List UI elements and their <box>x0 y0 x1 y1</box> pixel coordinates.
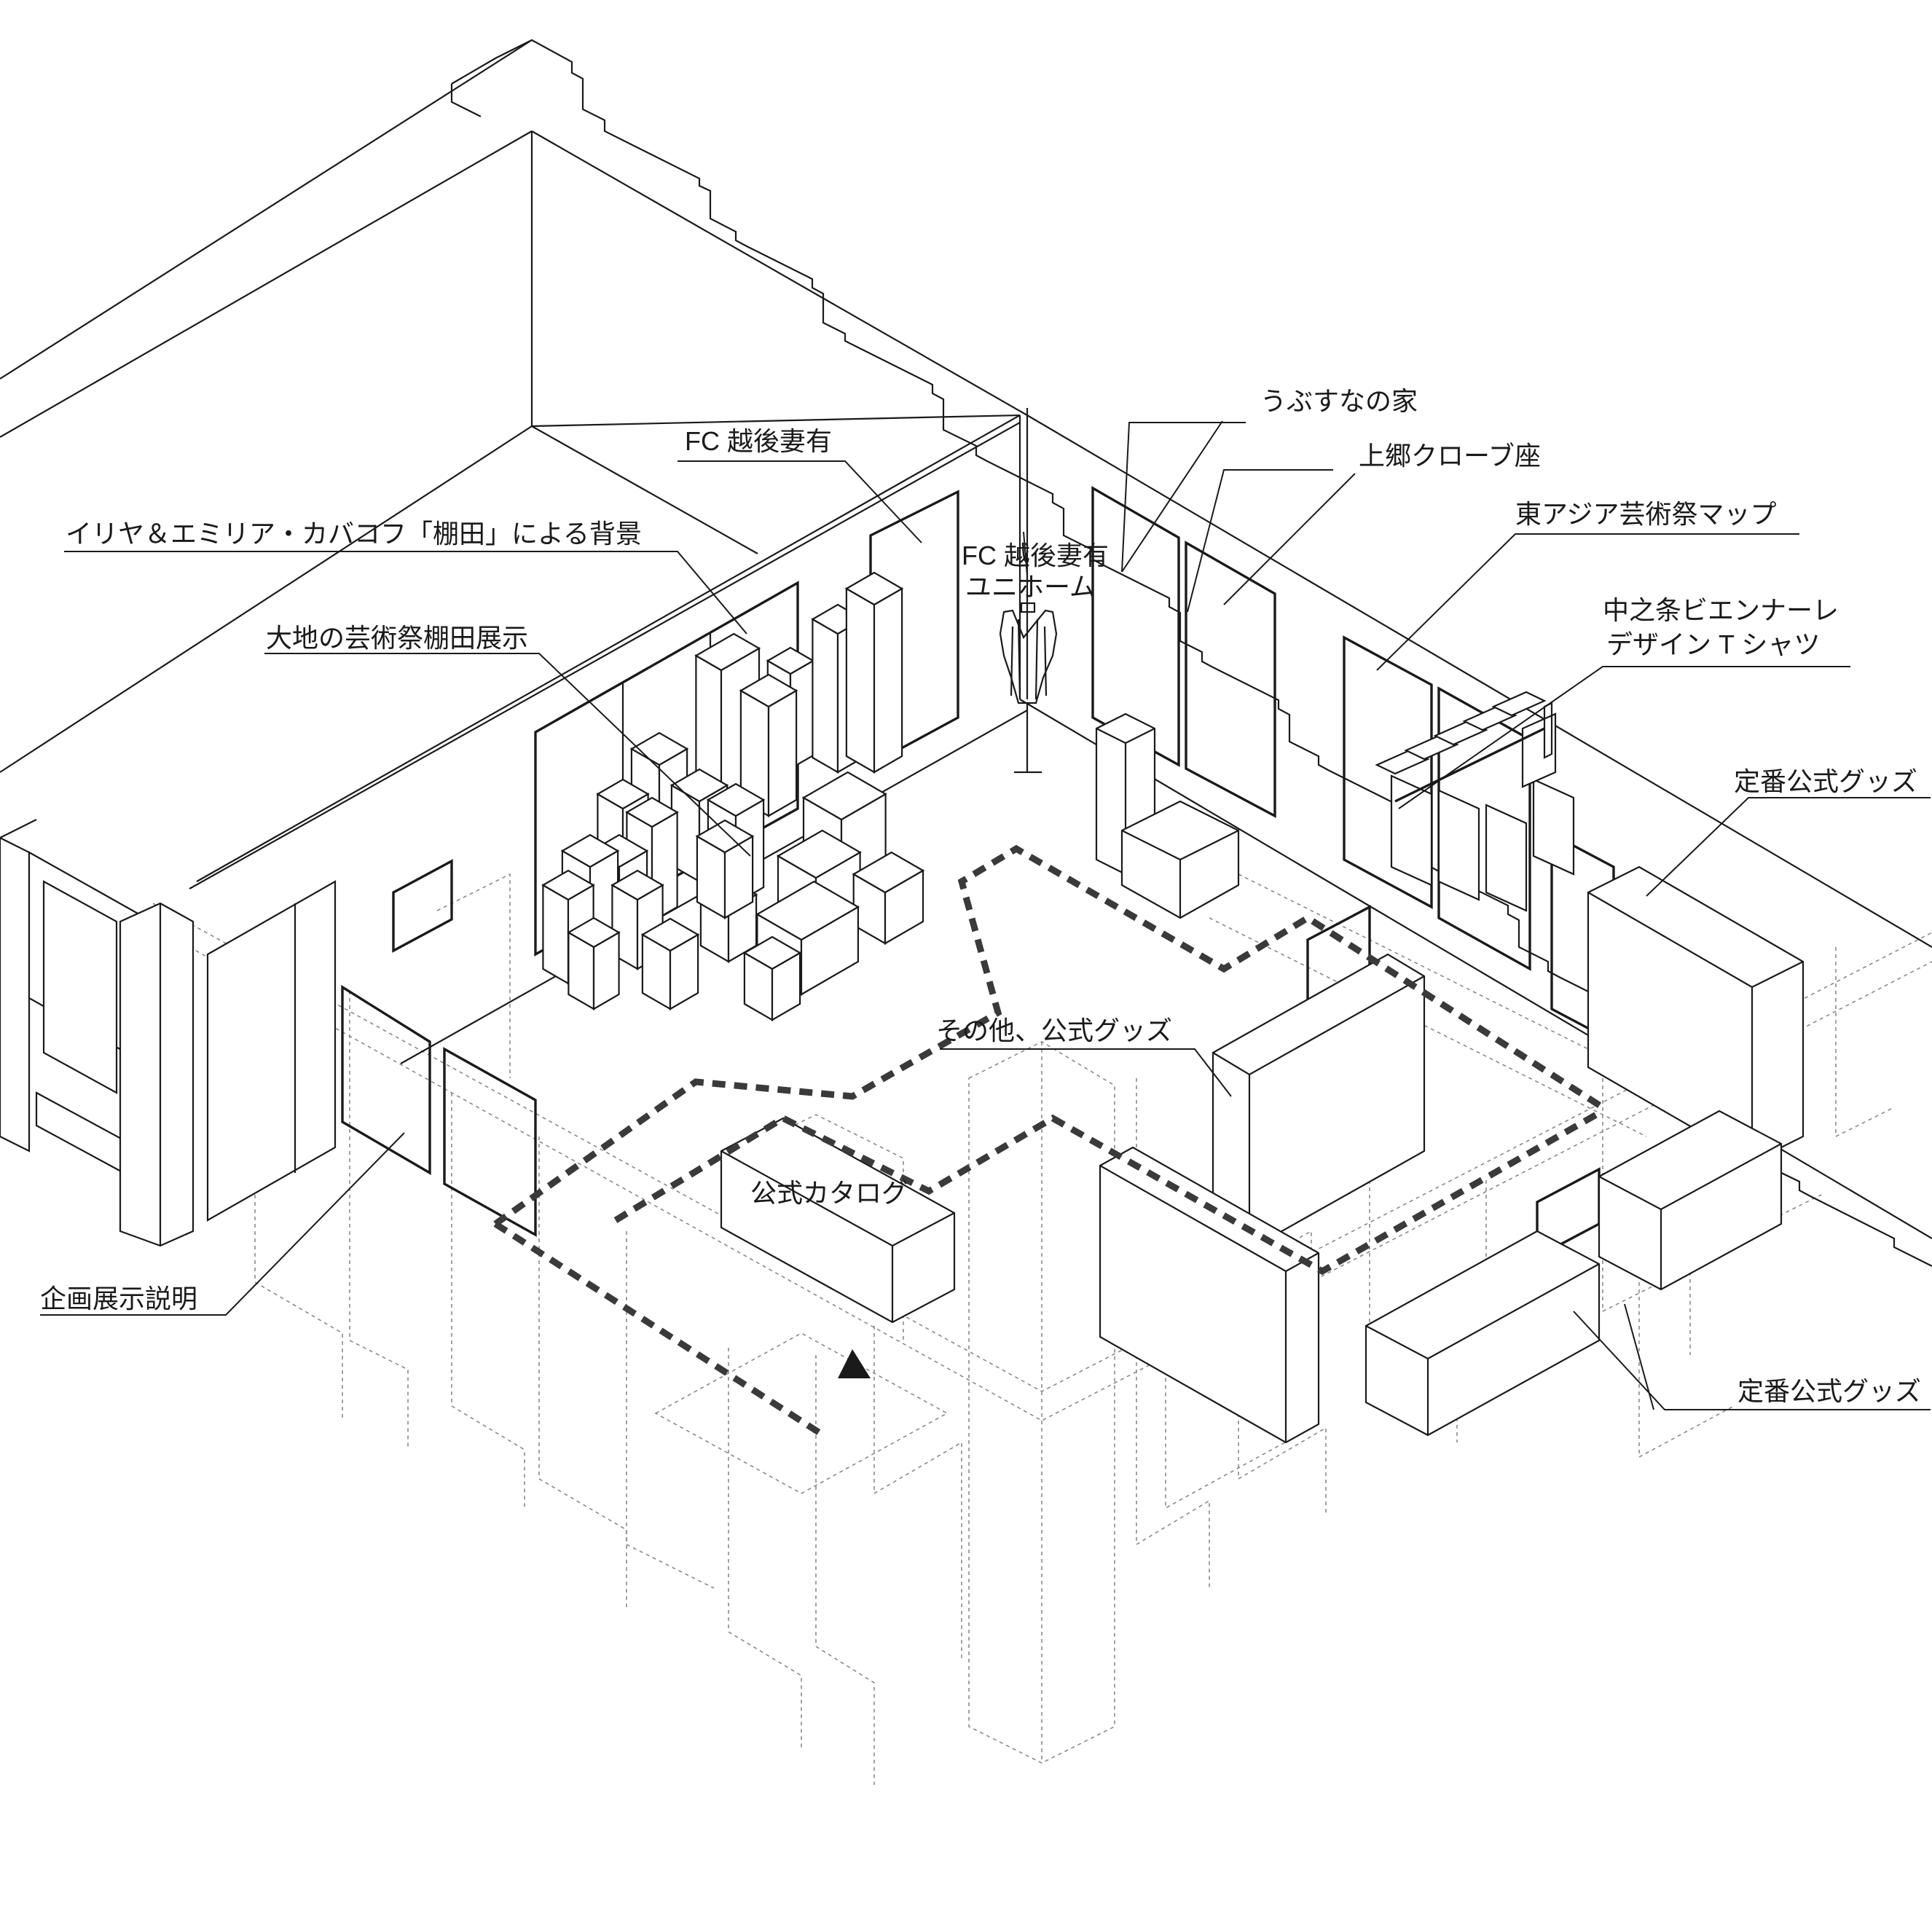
tanada-box-face <box>844 571 904 606</box>
tanada-box-face <box>776 829 862 879</box>
tanada-box <box>567 916 621 1010</box>
label-official-catalog: 公式カタログ <box>750 1178 908 1208</box>
label-standard-goods-lower: 定番公式グッズ <box>1737 1376 1921 1406</box>
label-nakanojo-line2: デザイン T シャツ <box>1606 629 1820 659</box>
leader-lines <box>40 420 1931 1410</box>
tanada-box-face <box>541 869 595 901</box>
tanada-box-face <box>852 851 925 894</box>
tanada-box-face <box>625 796 679 828</box>
label-kabakov-background: イリヤ＆エミリア・カバコフ「棚田」による背景 <box>66 519 642 549</box>
tanada-box <box>852 851 925 945</box>
tanada-box-face <box>845 587 876 774</box>
tanada-box-face <box>812 618 839 774</box>
tanada-box <box>844 571 904 774</box>
mannequin-icon <box>999 602 1058 774</box>
tanada-box-face <box>640 917 700 952</box>
tanada-box-face <box>542 884 570 985</box>
tanada-box-face <box>742 935 802 970</box>
label-kamigo-clove: 上郷クローブ座 <box>1359 441 1541 471</box>
tanada-box <box>742 935 802 1021</box>
tanada-box <box>695 819 755 919</box>
tanada-box-face <box>801 771 887 821</box>
label-fc-uniform-line1: FC 越後妻有 <box>962 541 1109 570</box>
tanada-box <box>640 917 700 1010</box>
tanada-box-face <box>755 880 860 941</box>
label-ubusuna: うぶすなの家 <box>1260 386 1418 416</box>
tanada-box-face <box>567 916 621 949</box>
tanada-box <box>739 673 798 817</box>
tanada-box-face <box>694 632 761 672</box>
visitor-route <box>493 844 1605 1438</box>
fixtures <box>720 712 1805 1444</box>
label-fc-echigo-tsumari: FC 越後妻有 <box>685 426 832 456</box>
tanada-box-face <box>767 689 798 817</box>
route-arrow-icon <box>838 1349 871 1378</box>
label-exhibit-description: 企画展示説明 <box>40 1284 197 1313</box>
tshirt-display <box>1375 691 1575 912</box>
label-group: うぶすなの家 FC 越後妻有 上郷クローブ座 イリヤ＆エミリア・カバコフ「棚田」… <box>40 386 1921 1406</box>
label-standard-goods-upper: 定番公式グッズ <box>1734 766 1917 796</box>
label-fc-uniform-line2: ユニホーム <box>965 572 1096 602</box>
tanada-box-face <box>560 833 620 868</box>
tanada-box-face <box>596 778 650 810</box>
label-daichi-tanada: 大地の芸術祭棚田展示 <box>266 623 528 653</box>
tanada-box-face <box>610 869 664 901</box>
tanada-box-stack <box>541 571 925 1021</box>
building-shell <box>0 39 1932 1267</box>
label-east-asia-map: 東アジア芸術祭マップ <box>1515 499 1777 529</box>
tanada-box-face <box>739 673 798 708</box>
label-other-goods: その他、公式グッズ <box>936 1016 1172 1045</box>
tanada-box-face <box>706 782 766 817</box>
label-nakanojo-line1: 中之条ビエンナーレ <box>1603 595 1839 625</box>
tanada-box-face <box>873 587 903 774</box>
